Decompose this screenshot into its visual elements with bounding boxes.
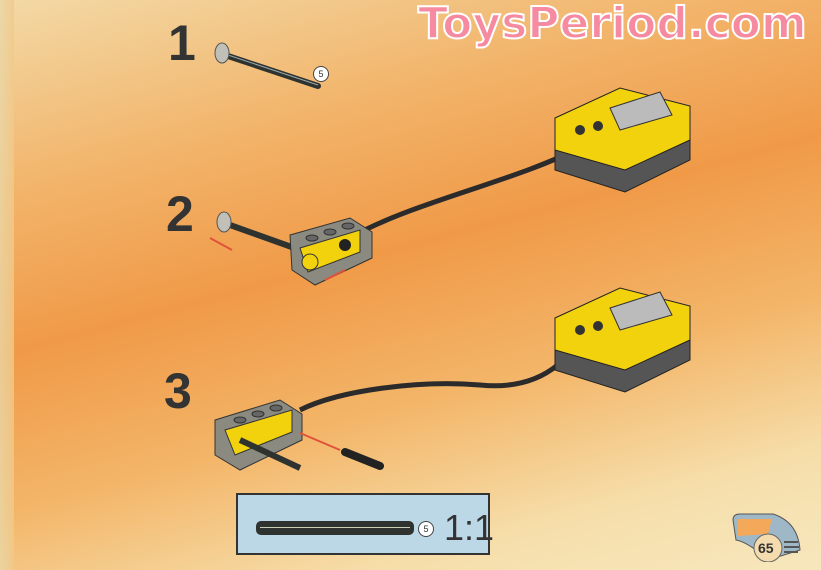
step1-quantity-badge: 5 bbox=[313, 66, 329, 82]
callout-quantity-badge: 5 bbox=[418, 521, 434, 537]
step1-axle bbox=[214, 42, 321, 89]
step3-rcx-brick bbox=[554, 287, 691, 393]
step2-rcx-brick bbox=[554, 87, 691, 193]
step3-connector-peg bbox=[299, 432, 384, 470]
step-number-2: 2 bbox=[166, 186, 194, 242]
scale-ratio: 1:1 bbox=[444, 507, 495, 548]
step2-sensor-brick bbox=[289, 217, 373, 286]
axle-icon bbox=[256, 521, 414, 535]
step-number-1: 1 bbox=[168, 15, 196, 71]
page-number: 65 bbox=[758, 540, 774, 556]
step-number-3: 3 bbox=[164, 363, 192, 419]
step3-sensor-brick bbox=[214, 399, 303, 471]
step3-cable bbox=[298, 338, 583, 413]
arrow-icon bbox=[209, 237, 346, 281]
step2-axle bbox=[216, 211, 302, 253]
page-badge-icon bbox=[732, 513, 801, 562]
parts-callout: 5 1:1 bbox=[236, 493, 494, 555]
page-edge bbox=[0, 0, 14, 570]
step2-cable bbox=[353, 142, 587, 238]
watermark: ToysPeriod.com bbox=[417, 0, 808, 50]
